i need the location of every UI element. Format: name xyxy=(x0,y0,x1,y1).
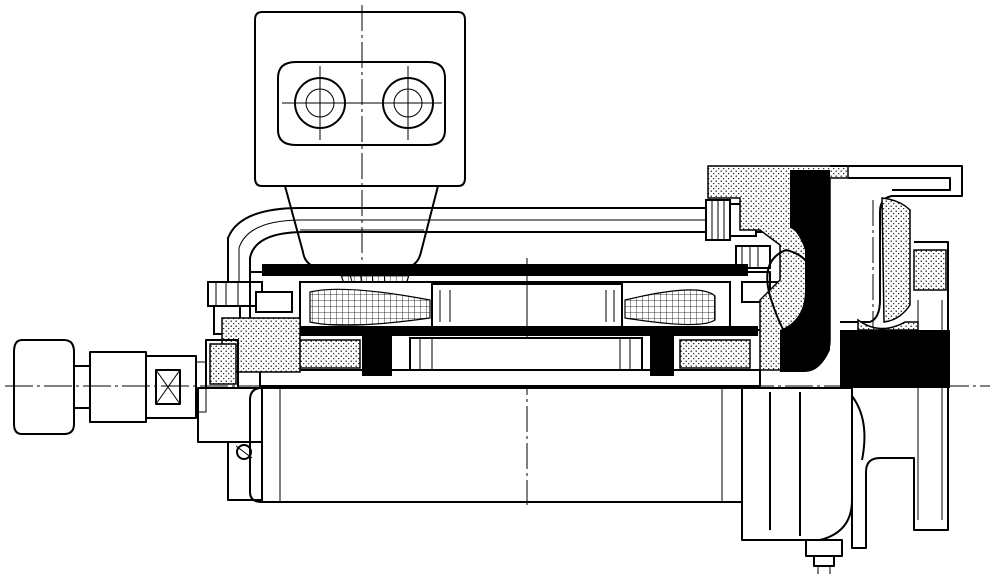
rotor xyxy=(258,326,761,387)
motor-body xyxy=(249,387,743,503)
center-lines xyxy=(5,5,990,505)
terminal-box xyxy=(254,11,466,187)
outlet-flange xyxy=(830,165,963,323)
handwheel xyxy=(13,339,207,435)
stator-winding xyxy=(309,283,716,329)
drain-plug xyxy=(805,539,843,574)
bearing-left xyxy=(221,317,392,376)
small-fitting-bottom-left xyxy=(235,444,253,460)
bearing-right xyxy=(650,336,751,376)
pump-casing xyxy=(707,165,849,372)
lower-casing xyxy=(741,387,866,541)
coolant-pipe xyxy=(227,207,722,282)
inlet-flange xyxy=(840,241,950,549)
